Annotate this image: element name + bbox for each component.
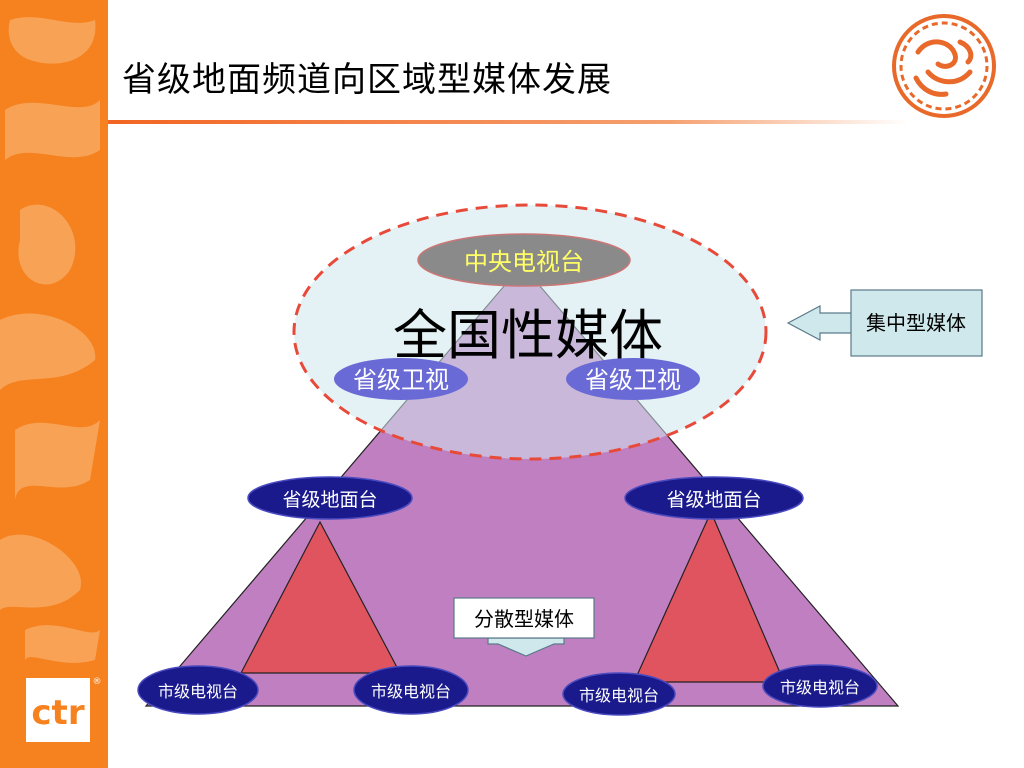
city-station-label-1: 市级电视台 — [158, 682, 238, 701]
ctr-logo: ctr ® — [26, 677, 102, 742]
provincial-satellite-label-left: 省级卫视 — [353, 366, 449, 394]
concentrated-media-label: 集中型媒体 — [866, 311, 966, 335]
city-station-node-4 — [762, 664, 878, 708]
dispersed-media-label: 分散型媒体 — [474, 607, 574, 631]
provincial-terrestrial-label-left: 省级地面台 — [282, 489, 377, 511]
city-station-node-3 — [562, 672, 676, 716]
title-divider — [108, 120, 908, 124]
provincial-satellite-node-left — [334, 358, 468, 400]
concentrated-media-arrow — [786, 305, 853, 341]
dispersed-media-arrow — [487, 637, 565, 657]
city-station-node-2 — [353, 665, 469, 715]
city-station-node-1 — [137, 665, 259, 715]
right-regional-triangle — [633, 510, 785, 683]
provincial-terrestrial-label-right: 省级地面台 — [666, 489, 761, 511]
cctv-label: 中央电视台 — [464, 248, 584, 276]
media-pyramid-diagram: 中央电视台 全国性媒体 省级卫视 省级卫视 省级地面台 省级地面台 市级电视台 … — [137, 203, 983, 716]
national-media-label: 全国性媒体 — [393, 304, 663, 367]
city-station-label-3: 市级电视台 — [579, 686, 659, 705]
provincial-terrestrial-node-right — [624, 476, 804, 520]
provincial-satellite-label-right: 省级卫视 — [585, 366, 681, 394]
provincial-satellite-node-right — [566, 358, 700, 400]
left-regional-triangle — [240, 520, 401, 674]
concentrated-media-box — [850, 289, 983, 357]
city-station-label-4: 市级电视台 — [780, 678, 860, 697]
brand-sidebar: ctr ® — [0, 0, 108, 768]
slide-title: 省级地面频道向区域型媒体发展 — [122, 60, 612, 100]
svg-text:®: ® — [93, 677, 102, 687]
cctv-node — [417, 233, 631, 287]
dispersed-media-box — [453, 597, 595, 639]
svg-text:ctr: ctr — [31, 693, 84, 733]
city-station-label-2: 市级电视台 — [371, 682, 451, 701]
dragon-seal-logo — [892, 14, 996, 118]
provincial-terrestrial-node-left — [247, 476, 413, 520]
